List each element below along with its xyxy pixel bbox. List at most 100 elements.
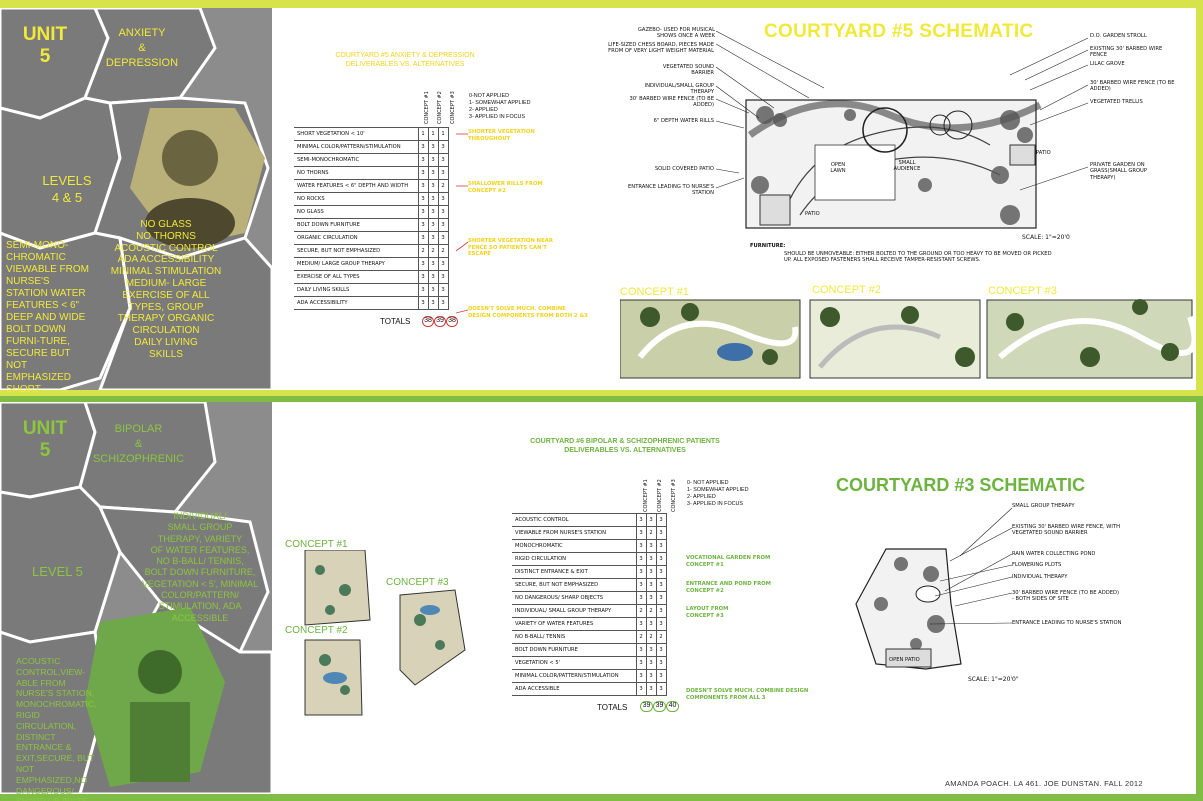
matrix-note: VOCATIONAL GARDEN FROM CONCEPT #1 [686,555,771,568]
row-label: BOLT DOWN FURNITURE [294,218,419,232]
score-cell: 2 [427,244,439,258]
schematic-label: GAZEBO- USED FOR MUSICAL SHOWS ONCE A WE… [637,27,715,40]
score-cell: 3 [417,283,429,297]
row-label: VARIETY OF WATER FEATURES [512,617,637,631]
list-item: EXERCISE OF ALL [122,289,210,301]
score-cell: 3 [635,513,647,527]
title-line: COURTYARD #5 ANXIETY & DEPRESSION [335,52,475,59]
row-label: DISTINCT ENTRANCE & EXIT [512,565,637,579]
score-cell: 3 [417,166,429,180]
list-item: TYPES, GROUP [128,301,204,313]
score-cell: 3 [655,591,667,605]
matrix-note: SHORTER VEGETATION THROUGHOUT [468,129,535,142]
bottom-unit-label: UNIT 5 [18,418,72,462]
bottom-matrix-title: COURTYARD #6 BIPOLAR & SCHIZOPHRENIC PAT… [480,437,770,455]
schematic-label: VEGETATED TRELLIS [1090,99,1143,105]
score-cell: 3 [655,682,667,696]
list-item: ADA ACCESSIBILITY [117,254,215,266]
list-item: NO GLASS [140,219,192,230]
concept-label: CONCEPT #2 [285,625,348,636]
bottom-concept-sketches [304,550,466,716]
list-item: VEGETATION < 5', MINIMAL [141,578,259,589]
row-label: MEDIUM/ LARGE GROUP THERAPY [294,257,419,271]
score-cell: 3 [645,682,657,696]
top-totals: 38 39 38 [422,316,458,327]
concept-label: CONCEPT #3 [386,577,449,588]
scale-note: SCALE: 1"=20'0 [1022,234,1070,241]
author-credit: AMANDA POACH. LA 461. JOE DUNSTAN. FALL … [945,779,1143,788]
score-cell: 3 [655,539,667,553]
row-label: NO B-BALL/ TENNIS [512,630,637,644]
schematic-label: PRIVATE GARDEN ON GRASS(SMALL GROUP THER… [1090,162,1147,181]
score-cell: 3 [417,257,429,271]
row-label: MINIMAL COLOR/PATTERN/STIMULATION [294,140,419,154]
plan-label: PATIO [805,211,820,217]
row-label: VEGETATION < 5' [512,656,637,670]
score-cell: 3 [437,270,449,284]
score-cell: 3 [645,539,657,553]
list-item: ACOUSTIC CONTROL [114,242,218,254]
list-item: NO THORNS [136,230,196,242]
score-cell: 1 [437,127,449,141]
matrix-note: ENTRANCE AND POND FROM CONCEPT #2 [686,581,771,594]
col-header: CONCEPT #3 [450,91,456,124]
row-label: BOLT DOWN FURNITURE [512,643,637,657]
list-item: MINIMAL STIMULATION [110,266,222,278]
topic-line: & [134,438,143,450]
bottom-level: LEVEL 5 [32,564,83,579]
list-item: THERAPY ORGANIC [117,313,215,325]
concept-sketches [620,299,1194,379]
score-cell: 2 [635,604,647,618]
score-cell: 3 [635,643,647,657]
total-value: 39 [653,701,666,712]
col-header: CONCEPT #1 [424,91,430,124]
plan-label: PATIO [1036,150,1051,156]
score-cell: 3 [635,656,647,670]
legend-line: 0- NOT APPLIED [687,480,729,486]
score-cell: 3 [427,166,439,180]
matrix-note: SHALLOWER RILLS FROM CONCEPT #2 [468,181,543,194]
score-cell: 2 [417,244,429,258]
list-item: CIRCULATION [132,325,200,337]
unit-number: 5 [39,46,51,67]
legend-line: 2- APPLIED [687,494,716,500]
score-cell: 3 [437,257,449,271]
top-totals-label: TOTALS [380,317,411,326]
score-cell: 3 [655,643,667,657]
schematic-label: LILAC GROVE [1090,61,1125,67]
score-cell: 2 [437,244,449,258]
row-label: RIGID CIRCULATION [512,552,637,566]
schematic-label: FLOWERING PLOTS [1012,562,1062,568]
bottom-topic: BIPOLAR & SCHIZOPHRENIC [86,422,191,467]
list-item: BOLT DOWN FURNITURE, [144,567,256,578]
leader-lines-left [715,30,825,189]
schematic-label: 30' BARBED WIRE FENCE (TO BE ADDED) - BO… [1012,590,1119,603]
list-item: ACCESSIBLE [171,612,229,623]
score-cell: 2 [635,630,647,644]
bottom-board: UNIT 5 BIPOLAR & SCHIZOPHRENIC LEVEL 5 I… [0,396,1203,801]
row-label: WATER FEATURES < 6" DEPTH AND WIDTH [294,179,419,193]
row-label: EXERCISE OF ALL TYPES [294,270,419,284]
score-cell: 3 [635,617,647,631]
schematic-label: VEGETATED SOUND BARRIER [662,64,714,77]
title-line: COURTYARD #6 BIPOLAR & SCHIZOPHRENIC PAT… [530,438,720,445]
score-cell: 3 [437,140,449,154]
score-cell: 3 [417,153,429,167]
score-cell: 3 [645,643,657,657]
score-cell: 3 [427,218,439,232]
list-item: COLOR/PATTERN/ [161,590,239,601]
row-label: ORGANIC CIRCULATION [294,231,419,245]
